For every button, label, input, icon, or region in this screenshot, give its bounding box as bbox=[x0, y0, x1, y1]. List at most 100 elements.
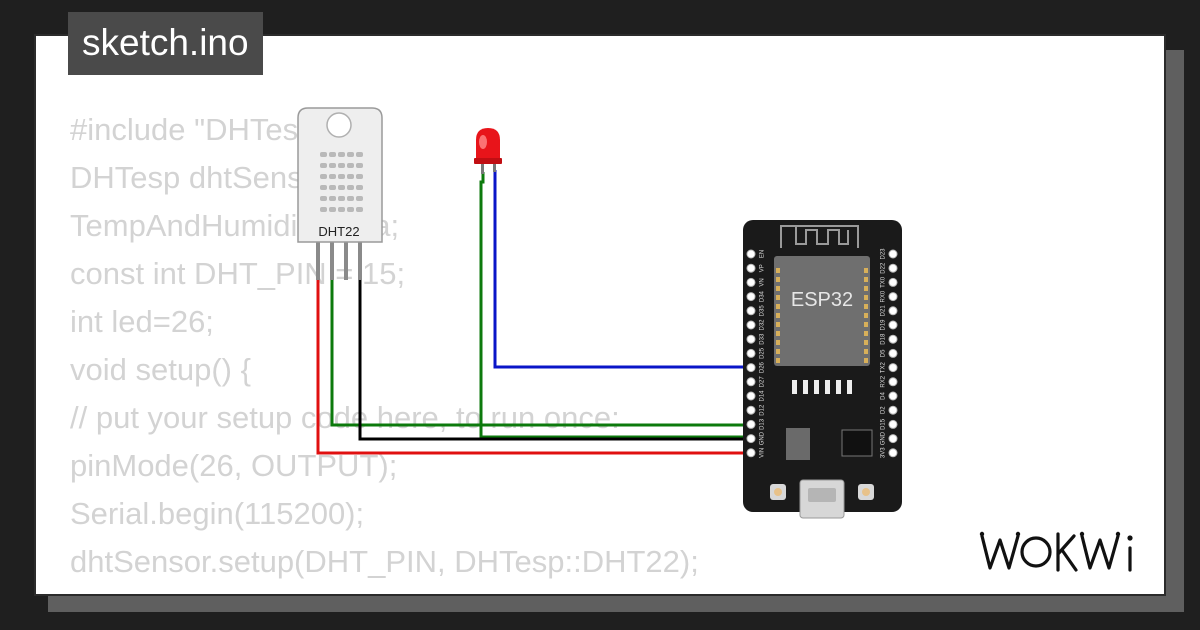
pin-3v3[interactable] bbox=[888, 448, 898, 458]
module-pad bbox=[776, 313, 780, 318]
pin-label: D19 bbox=[881, 319, 887, 331]
pin-d34[interactable] bbox=[746, 292, 756, 302]
module-pad bbox=[836, 380, 841, 394]
module-pad bbox=[776, 304, 780, 309]
red-led[interactable] bbox=[474, 128, 502, 174]
vent-slot bbox=[356, 152, 363, 157]
module-pad bbox=[864, 268, 868, 273]
wire-led-cathode-to-gnd bbox=[479, 172, 752, 439]
pin-vin[interactable] bbox=[746, 448, 756, 458]
module-pad bbox=[864, 286, 868, 291]
vent-slot bbox=[320, 185, 327, 190]
pin-vp[interactable] bbox=[746, 263, 756, 273]
pin-label: RX0 bbox=[881, 290, 887, 302]
pin-label: D21 bbox=[881, 305, 887, 317]
vent-slot bbox=[338, 196, 345, 201]
pin-label: GND bbox=[881, 431, 887, 445]
module-pad bbox=[864, 340, 868, 345]
module-pad bbox=[864, 295, 868, 300]
vent-slot bbox=[320, 152, 327, 157]
module-pad bbox=[864, 331, 868, 336]
pin-rx0[interactable] bbox=[888, 292, 898, 302]
pin-rx2[interactable] bbox=[888, 377, 898, 387]
pin-label: GND bbox=[760, 431, 766, 445]
vent-slot bbox=[356, 163, 363, 168]
module-pads bbox=[776, 268, 868, 394]
vent-slot bbox=[320, 163, 327, 168]
antenna-trace bbox=[780, 225, 859, 248]
pin-d12[interactable] bbox=[746, 405, 756, 415]
pin-d14[interactable] bbox=[746, 391, 756, 401]
esp32-board[interactable]: ESP32 ENVPVND34D35D32D33D25D26D27D14D12D… bbox=[743, 220, 902, 519]
pin-d15[interactable] bbox=[888, 419, 898, 429]
pin-d5[interactable] bbox=[888, 348, 898, 358]
pin-d4[interactable] bbox=[888, 391, 898, 401]
pin-d35[interactable] bbox=[746, 306, 756, 316]
code-line: Serial.begin(115200); bbox=[70, 496, 365, 531]
pin-gnd[interactable] bbox=[888, 434, 898, 444]
pin-label: D35 bbox=[760, 305, 766, 317]
usb-socket bbox=[808, 488, 836, 502]
pin-label: 3V3 bbox=[881, 447, 887, 458]
vent-slot bbox=[329, 207, 336, 212]
wokwi-logo bbox=[979, 531, 1133, 572]
vent-slot bbox=[338, 163, 345, 168]
pin-d22[interactable] bbox=[888, 263, 898, 273]
pin-label: TX2 bbox=[881, 361, 887, 373]
en-button-cap bbox=[774, 488, 782, 496]
pin-tx2[interactable] bbox=[888, 363, 898, 373]
code-line: const int DHT_PIN = 15; bbox=[70, 256, 406, 291]
pin-tx0[interactable] bbox=[888, 277, 898, 287]
pin-label: D26 bbox=[760, 361, 766, 373]
vent-slot bbox=[338, 152, 345, 157]
pin-label: RX2 bbox=[881, 375, 887, 387]
pin-d19[interactable] bbox=[888, 320, 898, 330]
pin-d26[interactable] bbox=[746, 363, 756, 373]
board-label: ESP32 bbox=[791, 289, 853, 311]
vent-slot bbox=[356, 174, 363, 179]
dht22-sensor[interactable]: DHT22 bbox=[297, 107, 383, 280]
vent-slot bbox=[320, 174, 327, 179]
led-leg bbox=[493, 162, 496, 172]
sensor-pin bbox=[330, 238, 334, 280]
file-title-tab: sketch.ino bbox=[68, 12, 263, 75]
pin-d21[interactable] bbox=[888, 306, 898, 316]
sensor-pin bbox=[316, 238, 320, 280]
pin-d27[interactable] bbox=[746, 377, 756, 387]
module-pad bbox=[776, 340, 780, 345]
sensor-label: DHT22 bbox=[318, 224, 359, 239]
module-pad bbox=[814, 380, 819, 394]
wires bbox=[316, 170, 893, 455]
right-pin-header: D23D22TX0RX0D21D19D18D5TX2RX2D4D2D15GND3… bbox=[881, 248, 898, 458]
pin-d33[interactable] bbox=[746, 334, 756, 344]
led-highlight bbox=[479, 135, 487, 149]
pin-label: D33 bbox=[760, 333, 766, 345]
pin-en[interactable] bbox=[746, 249, 756, 259]
pin-label: D4 bbox=[881, 392, 887, 400]
pin-d25[interactable] bbox=[746, 348, 756, 358]
vent-slot bbox=[320, 196, 327, 201]
pin-d32[interactable] bbox=[746, 320, 756, 330]
wire-sensor-data-to-d15 bbox=[330, 278, 893, 427]
pin-label: D27 bbox=[760, 376, 766, 388]
pin-d2[interactable] bbox=[888, 405, 898, 415]
vent-slot bbox=[356, 196, 363, 201]
led-rim bbox=[474, 158, 502, 164]
sensor-mount-hole bbox=[326, 112, 352, 138]
pin-label: D32 bbox=[760, 319, 766, 331]
pin-label: TX0 bbox=[881, 276, 887, 288]
pin-d13[interactable] bbox=[746, 419, 756, 429]
module-pad bbox=[864, 277, 868, 282]
pin-d23[interactable] bbox=[888, 249, 898, 259]
pin-gnd[interactable] bbox=[746, 434, 756, 444]
pin-vn[interactable] bbox=[746, 277, 756, 287]
module-pad bbox=[825, 380, 830, 394]
module-pad bbox=[864, 358, 868, 363]
pin-label: D25 bbox=[760, 347, 766, 359]
pin-d18[interactable] bbox=[888, 334, 898, 344]
pin-label: D34 bbox=[760, 290, 766, 302]
pin-label: D22 bbox=[881, 262, 887, 274]
left-pin-header: ENVPVND34D35D32D33D25D26D27D14D12D13GNDV… bbox=[746, 249, 766, 458]
module-pad bbox=[864, 322, 868, 327]
